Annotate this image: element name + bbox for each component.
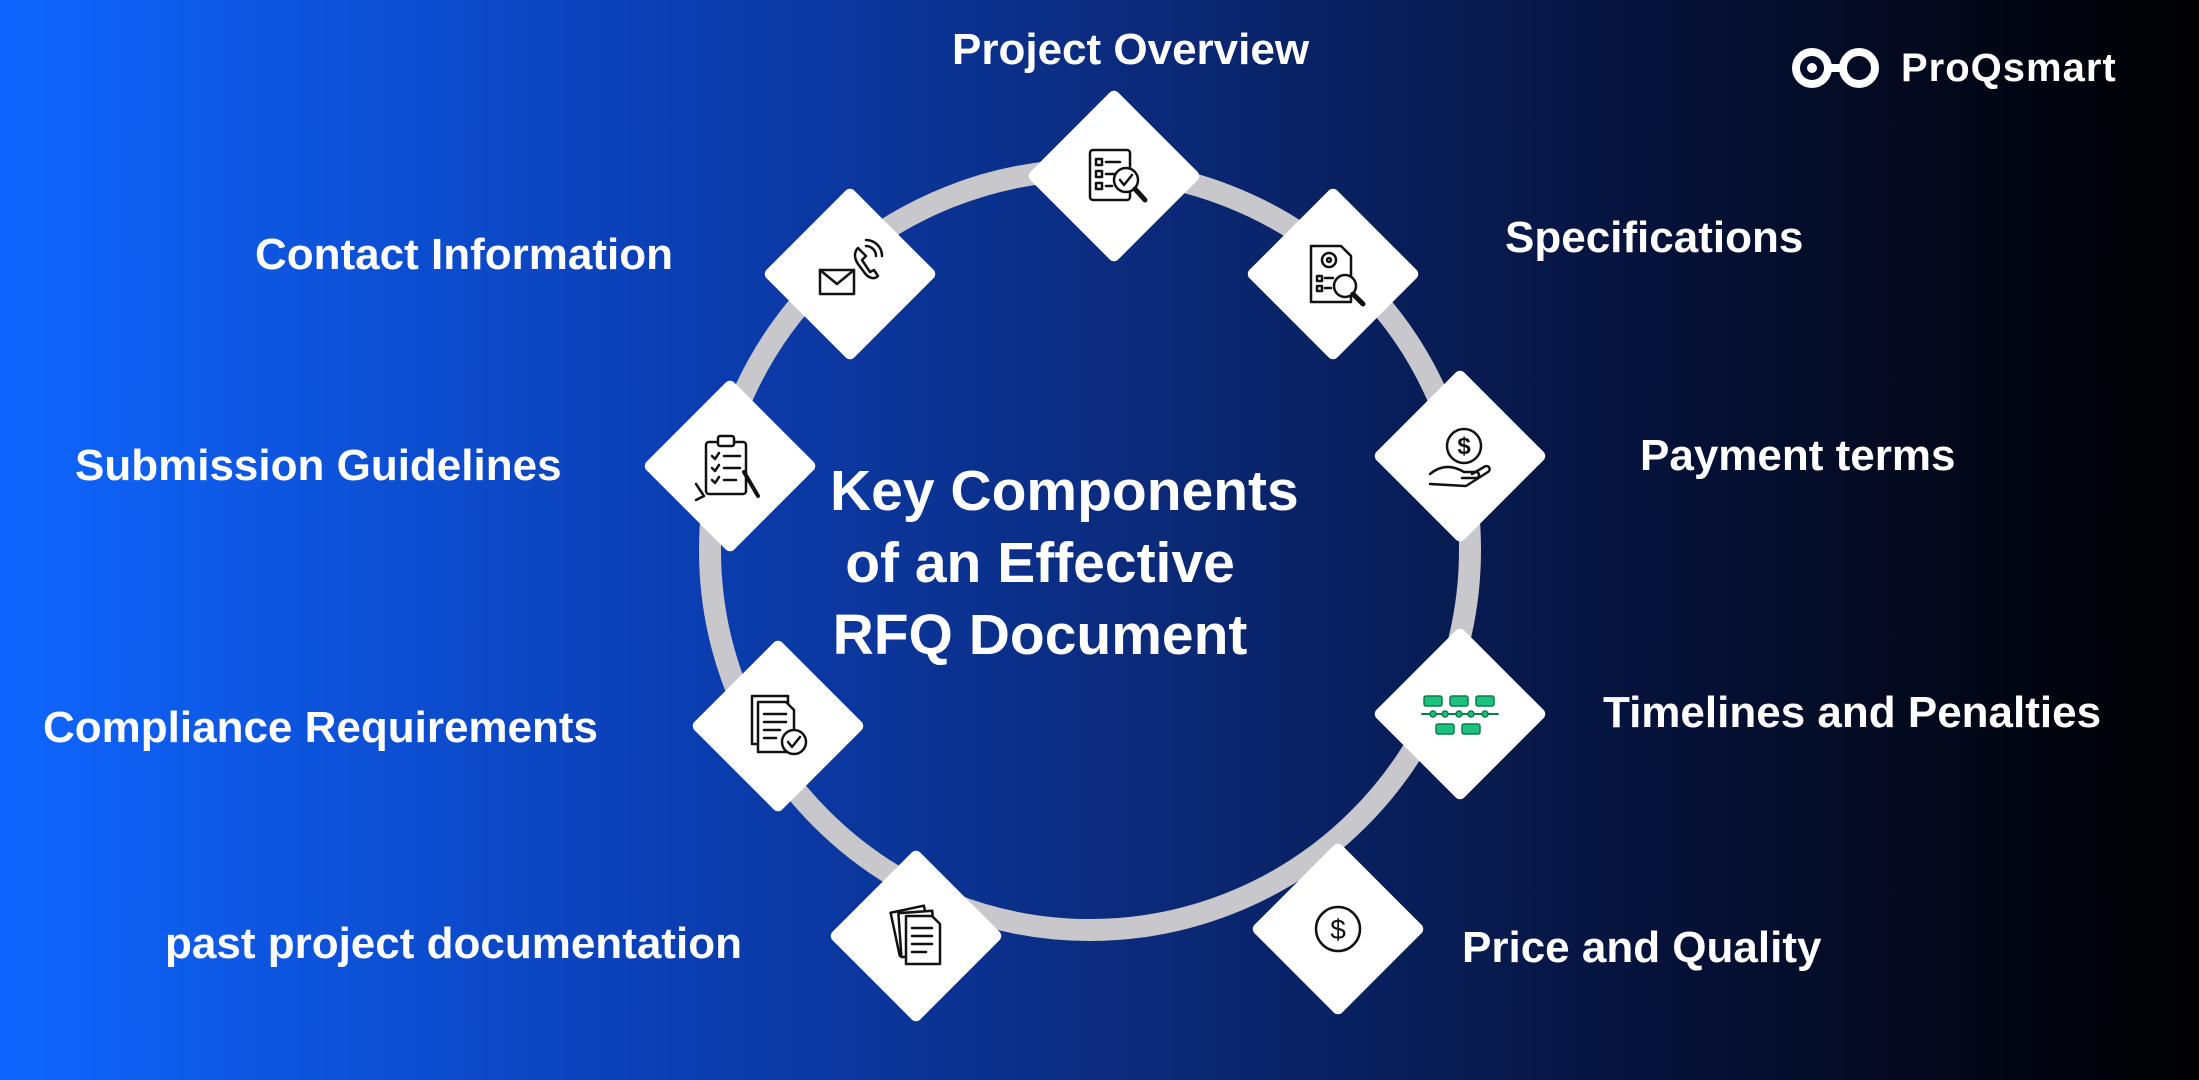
label-payment-terms: Payment terms bbox=[1640, 431, 1956, 480]
component-node bbox=[830, 850, 1002, 1022]
diagram-title-line: RFQ Document bbox=[832, 603, 1248, 667]
diagram-title-line: of an Effective bbox=[845, 531, 1235, 595]
hand-dollar-coin-icon: $ bbox=[1428, 427, 1491, 488]
brand-name: ProQsmart bbox=[1901, 45, 2117, 90]
component-diamond bbox=[1252, 843, 1424, 1015]
brand-logo: ProQsmart bbox=[1788, 38, 2117, 98]
infinity-loop-logo-icon bbox=[1792, 48, 1879, 88]
stacked-documents-icon bbox=[889, 904, 942, 966]
component-node bbox=[1374, 628, 1546, 800]
label-past-project-documentation: past project documentation bbox=[165, 919, 742, 968]
timeline-flow-icon bbox=[1421, 695, 1499, 735]
label-compliance-requirements: Compliance Requirements bbox=[43, 703, 599, 752]
component-node: $ bbox=[1252, 843, 1424, 1015]
checklist-magnifier-icon bbox=[1088, 148, 1148, 203]
label-contact-information: Contact Information bbox=[255, 230, 673, 279]
component-node bbox=[644, 380, 816, 552]
label-timelines-and-penalties: Timelines and Penalties bbox=[1603, 688, 2102, 737]
svg-text:$: $ bbox=[1330, 914, 1346, 945]
component-diamond bbox=[1247, 188, 1419, 360]
envelope-phone-icon bbox=[818, 238, 884, 296]
clipboard-pen-icon bbox=[694, 434, 760, 502]
label-project-overview: Project Overview bbox=[952, 25, 1310, 74]
document-checkmark-icon bbox=[750, 694, 808, 756]
component-diamond bbox=[644, 380, 816, 552]
document-gear-search-icon bbox=[1309, 244, 1366, 307]
component-node bbox=[764, 188, 936, 360]
label-price-and-quality: Price and Quality bbox=[1462, 923, 1822, 972]
component-node bbox=[692, 640, 864, 812]
label-specifications: Specifications bbox=[1505, 213, 1804, 262]
component-node bbox=[1028, 90, 1200, 262]
diagram-title-line: Key Components bbox=[830, 459, 1299, 523]
component-diamond bbox=[1374, 370, 1546, 542]
dollar-circle-icon: $ bbox=[1314, 905, 1362, 953]
label-submission-guidelines: Submission Guidelines bbox=[75, 441, 562, 490]
svg-text:$: $ bbox=[1457, 433, 1471, 460]
component-node: $ bbox=[1374, 370, 1546, 542]
diagram-title: Key Components of an Effective RFQ Docum… bbox=[830, 455, 1299, 671]
component-node bbox=[1247, 188, 1419, 360]
